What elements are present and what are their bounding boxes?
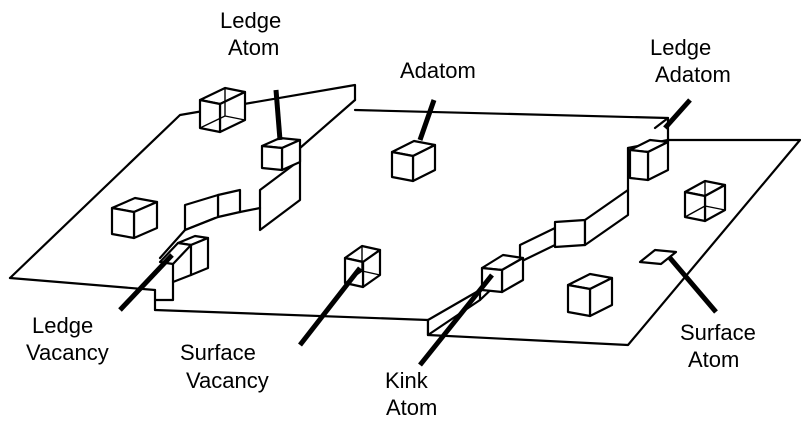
lower-terrace bbox=[428, 140, 800, 345]
label-ledge-adatom-line1: Ledge bbox=[650, 35, 711, 60]
terrace-cube-upper bbox=[112, 198, 157, 238]
label-ledge-atom-line2: Atom bbox=[228, 35, 279, 60]
ledge-adatom-pointer bbox=[665, 100, 690, 128]
label-surface-atom-line2: Atom bbox=[688, 347, 739, 372]
kink-atom-cube bbox=[482, 255, 523, 292]
vacancy-cube-lower bbox=[685, 181, 725, 221]
label-adatom: Adatom bbox=[400, 58, 476, 83]
label-ledge-vacancy-line2: Vacancy bbox=[26, 340, 109, 365]
label-surface-vacancy-line1: Surface bbox=[180, 340, 256, 365]
label-ledge-atom-line1: Ledge bbox=[220, 8, 281, 33]
pointers bbox=[120, 90, 716, 365]
terrace-cube-lower bbox=[568, 274, 612, 316]
upper-terrace bbox=[10, 85, 355, 290]
adatom-cube bbox=[392, 141, 435, 181]
label-ledge-vacancy-line1: Ledge bbox=[32, 313, 93, 338]
ledge-adatom-cube bbox=[630, 118, 668, 180]
vacancy-cube-upper bbox=[200, 88, 245, 132]
label-surface-atom-line1: Surface bbox=[680, 320, 756, 345]
surface-vacancy-pointer bbox=[300, 268, 360, 345]
label-ledge-adatom-line2: Adatom bbox=[655, 62, 731, 87]
label-kink-atom-line2: Atom bbox=[386, 395, 437, 420]
label-kink-atom-line1: Kink bbox=[385, 368, 429, 393]
ledge-vacancy-pointer bbox=[120, 255, 172, 310]
ledge-atom-cube bbox=[262, 138, 300, 170]
adatom-pointer bbox=[420, 100, 434, 140]
label-surface-vacancy-line2: Vacancy bbox=[186, 368, 269, 393]
